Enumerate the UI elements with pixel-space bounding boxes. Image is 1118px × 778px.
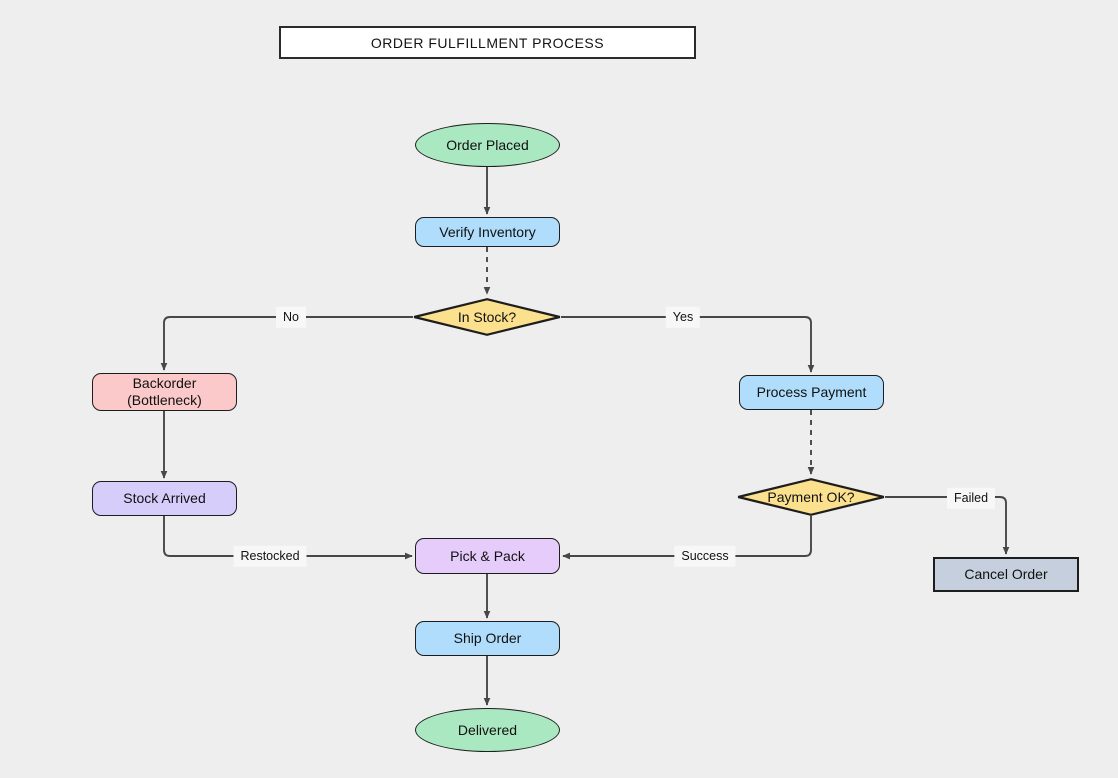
node-payment-ok-decision[interactable]: Payment OK?: [737, 478, 885, 516]
node-verify-inventory[interactable]: Verify Inventory: [415, 217, 560, 247]
edge-label-restocked-text: Restocked: [240, 548, 300, 563]
node-backorder-label: Backorder (Bottleneck): [127, 375, 202, 408]
edge-payment-ok-to-pick-pack: [562, 516, 812, 560]
node-order-placed[interactable]: Order Placed: [415, 123, 560, 167]
node-pick-pack-label: Pick & Pack: [450, 547, 525, 564]
node-in-stock-decision[interactable]: In Stock?: [413, 298, 561, 336]
node-cancel-order-label: Cancel Order: [964, 566, 1048, 583]
node-pick-pack[interactable]: Pick & Pack: [415, 538, 560, 574]
node-order-placed-label: Order Placed: [446, 136, 529, 153]
edge-label-failed-text: Failed: [953, 490, 989, 505]
in-stock-diamond-shape: [413, 298, 561, 336]
edge-payment-ok-to-cancel-order: [885, 496, 1010, 555]
node-backorder[interactable]: Backorder (Bottleneck): [92, 373, 237, 411]
edge-label-success: Success: [674, 545, 736, 567]
diagram-title-box: ORDER FULFILLMENT PROCESS: [279, 26, 696, 59]
node-delivered[interactable]: Delivered: [415, 708, 560, 752]
node-in-stock-label: In Stock?: [457, 308, 517, 325]
node-cancel-order[interactable]: Cancel Order: [933, 557, 1079, 592]
node-ship-order[interactable]: Ship Order: [415, 621, 560, 656]
edge-label-no-text: No: [283, 309, 299, 324]
node-process-payment[interactable]: Process Payment: [739, 375, 884, 410]
edge-label-failed: Failed: [946, 487, 996, 509]
edge-in-stock-to-process-payment: [561, 316, 815, 373]
node-stock-arrived[interactable]: Stock Arrived: [92, 481, 237, 516]
edge-label-no: No: [276, 306, 306, 328]
node-ship-order-label: Ship Order: [453, 630, 522, 647]
node-verify-inventory-label: Verify Inventory: [439, 223, 536, 240]
edge-in-stock-to-backorder: [160, 316, 413, 371]
node-payment-ok-label: Payment OK?: [767, 488, 855, 505]
node-process-payment-label: Process Payment: [756, 384, 867, 401]
payment-ok-diamond-shape: [737, 478, 885, 516]
edge-label-success-text: Success: [681, 548, 729, 563]
diagram-title-text: ORDER FULFILLMENT PROCESS: [370, 34, 605, 51]
edge-label-yes: Yes: [665, 306, 701, 328]
node-stock-arrived-label: Stock Arrived: [123, 490, 206, 507]
edge-stock-arrived-to-pick-pack: [163, 516, 413, 560]
edge-label-yes-text: Yes: [672, 309, 694, 324]
node-delivered-label: Delivered: [457, 721, 518, 738]
edge-label-restocked: Restocked: [233, 545, 307, 567]
